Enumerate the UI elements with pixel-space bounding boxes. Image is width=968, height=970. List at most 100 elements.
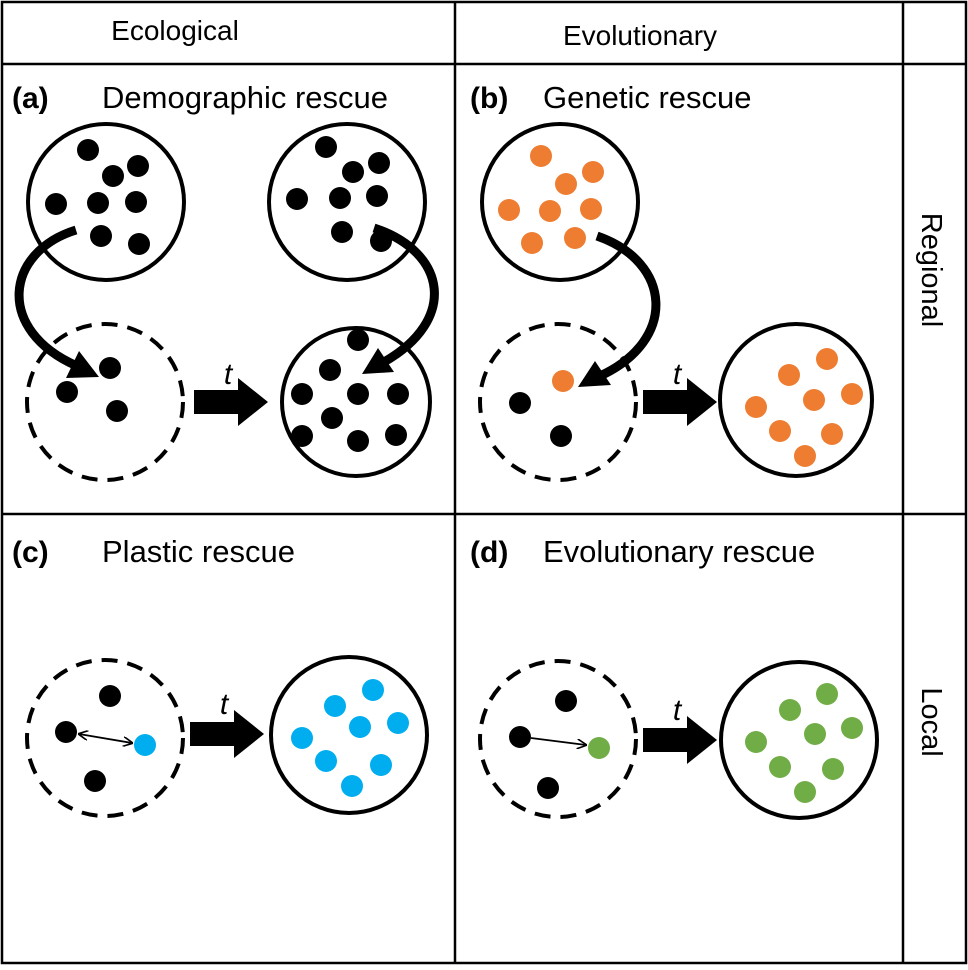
individual-dot	[84, 770, 106, 792]
migration-arrowhead	[66, 351, 99, 378]
time-arrow-label: t	[224, 358, 234, 391]
individuals-black	[509, 392, 572, 447]
individual-dot	[321, 407, 343, 429]
time-arrow	[643, 378, 717, 426]
individual-dot	[370, 754, 392, 776]
time-arrow-label: t	[220, 688, 230, 721]
individual-dot	[291, 727, 313, 749]
source-population-circle	[480, 122, 640, 282]
individual-dot	[315, 750, 337, 772]
time-arrow	[194, 378, 268, 426]
time-arrow	[643, 716, 717, 764]
individual-dot	[349, 716, 371, 738]
individuals-black	[509, 690, 577, 799]
individual-dot	[342, 161, 364, 183]
column-header-ecological: Ecological	[111, 15, 239, 46]
row-header-regional: Regional	[915, 213, 947, 327]
individual-dot	[745, 731, 767, 753]
individual-dot	[87, 192, 109, 214]
individual-dot	[552, 370, 574, 392]
individual-dot	[537, 777, 559, 799]
individual-dot	[555, 173, 577, 195]
panel-c: t	[25, 655, 429, 818]
individual-dot	[555, 690, 577, 712]
individual-dot	[291, 383, 313, 405]
individual-dot	[816, 683, 838, 705]
time-arrow-label: t	[673, 358, 683, 391]
individual-dot	[329, 187, 351, 209]
individual-dot	[387, 383, 409, 405]
individual-dot	[821, 423, 843, 445]
migration-arrowhead	[362, 348, 394, 374]
individual-dot	[778, 364, 800, 386]
individual-dot	[521, 232, 543, 254]
mutant-individual-dot	[588, 737, 610, 759]
individual-dot	[841, 717, 863, 739]
individual-dot	[366, 185, 388, 207]
individual-dot	[347, 430, 369, 452]
evolution-arrow	[530, 737, 586, 745]
individual-dot	[56, 381, 78, 403]
row-header-local: Local	[915, 687, 947, 756]
individual-dot	[794, 781, 816, 803]
individual-dot	[324, 695, 346, 717]
panel-d-title: Evolutionary rescue	[543, 534, 815, 569]
declining-population-circle	[478, 322, 638, 482]
individual-dot	[347, 383, 369, 405]
individual-dot	[794, 445, 816, 467]
individual-dot	[90, 225, 112, 247]
individual-dot	[125, 191, 147, 213]
migration-arrow	[14, 225, 79, 371]
declining-population-circle	[25, 322, 185, 482]
rescued-population-circle	[280, 326, 432, 478]
source-population-circle	[26, 122, 186, 282]
plasticity-arrow	[79, 734, 132, 743]
individual-dot	[803, 389, 825, 411]
individual-dot	[347, 329, 369, 351]
individual-dot	[498, 199, 520, 221]
declining-population-circle	[25, 658, 185, 818]
individual-dot	[822, 758, 844, 780]
individual-dot	[331, 221, 353, 243]
individual-dot	[779, 699, 801, 721]
individual-dot	[102, 165, 124, 187]
panel-d: t	[478, 659, 879, 820]
individual-dot	[286, 188, 308, 210]
individual-dot	[55, 721, 77, 743]
individual-dot	[509, 392, 531, 414]
individual-dot	[745, 396, 767, 418]
individual-dot	[368, 152, 390, 174]
individual-dot	[580, 198, 602, 220]
rescued-population-circle	[719, 660, 879, 820]
gene-flow-arrowhead	[578, 361, 611, 387]
individual-dot	[127, 155, 149, 177]
individual-dot	[99, 357, 121, 379]
individual-dot	[564, 227, 586, 249]
rescued-population-circle	[718, 322, 874, 478]
individual-dot	[128, 233, 150, 255]
panel-c-label: (c)	[12, 536, 49, 569]
individual-dot	[99, 685, 121, 707]
column-header-evolutionary: Evolutionary	[563, 20, 717, 51]
individual-dot	[341, 775, 363, 797]
rescued-population-circle	[269, 655, 429, 815]
individual-dot	[550, 425, 572, 447]
individual-dot	[530, 145, 552, 167]
individual-dot	[769, 756, 791, 778]
individual-dot	[841, 383, 863, 405]
individual-dot	[387, 712, 409, 734]
individual-dot	[106, 400, 128, 422]
panel-a: t	[14, 122, 439, 482]
panel-b-title: Genetic rescue	[543, 80, 752, 115]
individuals-orange	[498, 145, 863, 467]
individuals-black	[45, 136, 409, 452]
individuals-green	[745, 683, 863, 803]
individual-dot	[45, 193, 67, 215]
individual-dot	[385, 424, 407, 446]
individual-dot	[816, 348, 838, 370]
panel-d-label: (d)	[470, 536, 508, 569]
